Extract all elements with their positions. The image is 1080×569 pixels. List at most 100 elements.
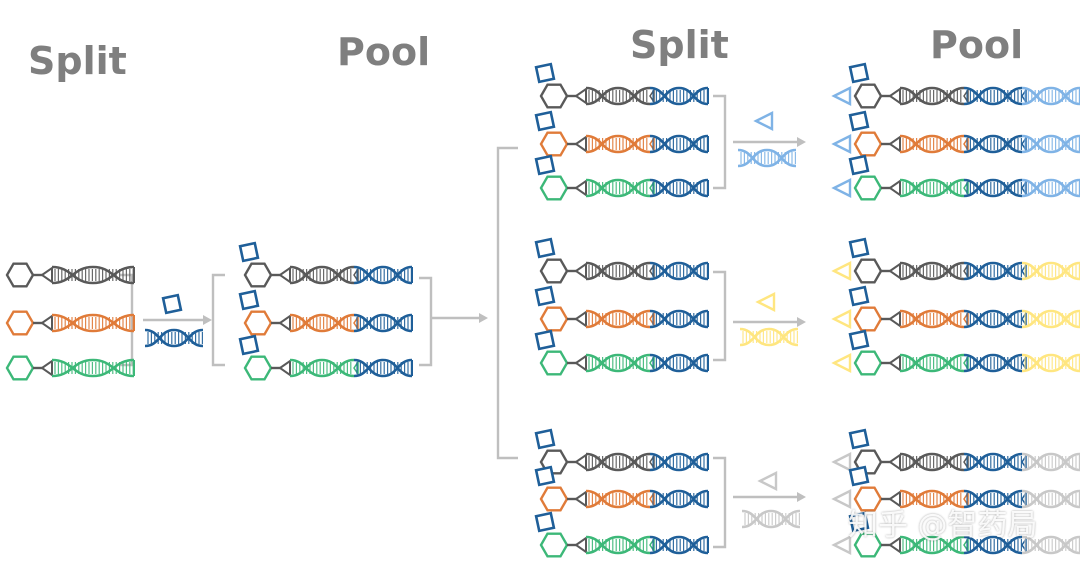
- pool2-c-molecule-1: [831, 428, 1080, 475]
- segment-join: [1021, 453, 1027, 471]
- arrowhead: [797, 317, 806, 327]
- cycle-2c-dna-tag: [741, 509, 801, 529]
- segment-join: [649, 135, 655, 153]
- hexagon-core: [539, 175, 569, 201]
- dna-segment: [649, 535, 709, 555]
- linker-head: [888, 87, 901, 105]
- cycle-1-dna-tag: [144, 328, 204, 348]
- square-block: [848, 237, 870, 259]
- segment-join: [963, 490, 969, 508]
- arrowhead: [797, 492, 806, 502]
- pool-header-1: Pool: [337, 30, 431, 74]
- dna-segment: [1021, 452, 1080, 472]
- dna-segment: [585, 353, 651, 373]
- bracket: [713, 456, 727, 549]
- split2-c-molecule-3: [534, 511, 709, 558]
- segment-join: [963, 135, 969, 153]
- triangle-block: [831, 353, 852, 373]
- segment-join: [1021, 490, 1027, 508]
- hexagon-core: [853, 486, 883, 512]
- square-block: [238, 289, 260, 311]
- square-block: [238, 334, 260, 356]
- segment-join: [649, 262, 655, 280]
- dna-segment: [51, 313, 135, 333]
- dna-segment: [353, 358, 413, 378]
- linker-head: [574, 135, 587, 153]
- dna-segment: [1021, 86, 1080, 106]
- square-block: [848, 285, 870, 307]
- split2-a-molecule-2: [534, 110, 709, 157]
- dna-segment: [585, 178, 651, 198]
- linker-head: [888, 179, 901, 197]
- dna-segment: [899, 353, 965, 373]
- linker-head: [888, 453, 901, 471]
- molecules: [5, 62, 1080, 558]
- hexagon-core: [5, 310, 35, 336]
- hexagon-core: [539, 131, 569, 157]
- segment-join: [963, 310, 969, 328]
- triangle-block: [831, 134, 852, 154]
- triangle-block: [831, 535, 852, 555]
- split2-b-molecule-3: [534, 329, 709, 376]
- pool1-molecule-green: [238, 334, 413, 381]
- hexagon-core: [539, 486, 569, 512]
- dna-segment: [899, 489, 965, 509]
- segment-join: [1021, 310, 1027, 328]
- segment-join: [963, 179, 969, 197]
- pool-brackets: [120, 94, 727, 549]
- linker-head: [888, 536, 901, 554]
- hexagon-core: [539, 83, 569, 109]
- square-block: [534, 329, 556, 351]
- segment-join: [1021, 87, 1027, 105]
- start-molecule-gray: [5, 262, 135, 288]
- linker-head: [888, 354, 901, 372]
- dna-segment: [1021, 134, 1080, 154]
- square-block: [848, 110, 870, 132]
- dna-segment: [353, 265, 413, 285]
- split2-a-molecule-3: [534, 154, 709, 201]
- dna-segment: [585, 535, 651, 555]
- dna-segment: [963, 134, 1023, 154]
- square-block: [534, 154, 556, 176]
- split2-b-molecule-2: [534, 285, 709, 332]
- dna-segment: [899, 535, 965, 555]
- triangle-block: [831, 489, 852, 509]
- dna-segment: [1021, 535, 1080, 555]
- dna-segment: [585, 86, 651, 106]
- dna-segment: [1021, 261, 1080, 281]
- linker-head: [574, 354, 587, 372]
- segment-join: [649, 179, 655, 197]
- dna-segment: [899, 452, 965, 472]
- arrowhead: [479, 313, 488, 323]
- triangle-block: [831, 309, 852, 329]
- segment-join: [649, 490, 655, 508]
- triangle-block: [831, 261, 852, 281]
- linker-head: [278, 314, 291, 332]
- dna-segment: [51, 265, 135, 285]
- segment-join: [963, 354, 969, 372]
- dna-segment: [963, 535, 1023, 555]
- dna-segment: [1021, 353, 1080, 373]
- triangle-block: [831, 452, 852, 472]
- square-block: [848, 465, 870, 487]
- linker-head: [574, 87, 587, 105]
- dna-segment: [963, 261, 1023, 281]
- square-block: [238, 241, 260, 263]
- hexagon-core: [243, 310, 273, 336]
- dna-segment: [649, 452, 709, 472]
- cycle-2a-dna-tag: [737, 148, 797, 168]
- dna-segment: [649, 86, 709, 106]
- segment-join: [963, 453, 969, 471]
- dna-segment: [963, 178, 1023, 198]
- bracket: [713, 94, 727, 190]
- dna-segment: [353, 313, 413, 333]
- pool2-a-molecule-3: [831, 154, 1080, 201]
- split2-c-molecule-2: [534, 465, 709, 512]
- linker-head: [574, 262, 587, 280]
- cycle-2b-triangle-block: [755, 292, 776, 312]
- building-blocks: [144, 111, 801, 529]
- bracket: [713, 270, 727, 362]
- dna-segment: [289, 313, 355, 333]
- segment-join: [353, 314, 359, 332]
- pool2-a-molecule-2: [831, 110, 1080, 157]
